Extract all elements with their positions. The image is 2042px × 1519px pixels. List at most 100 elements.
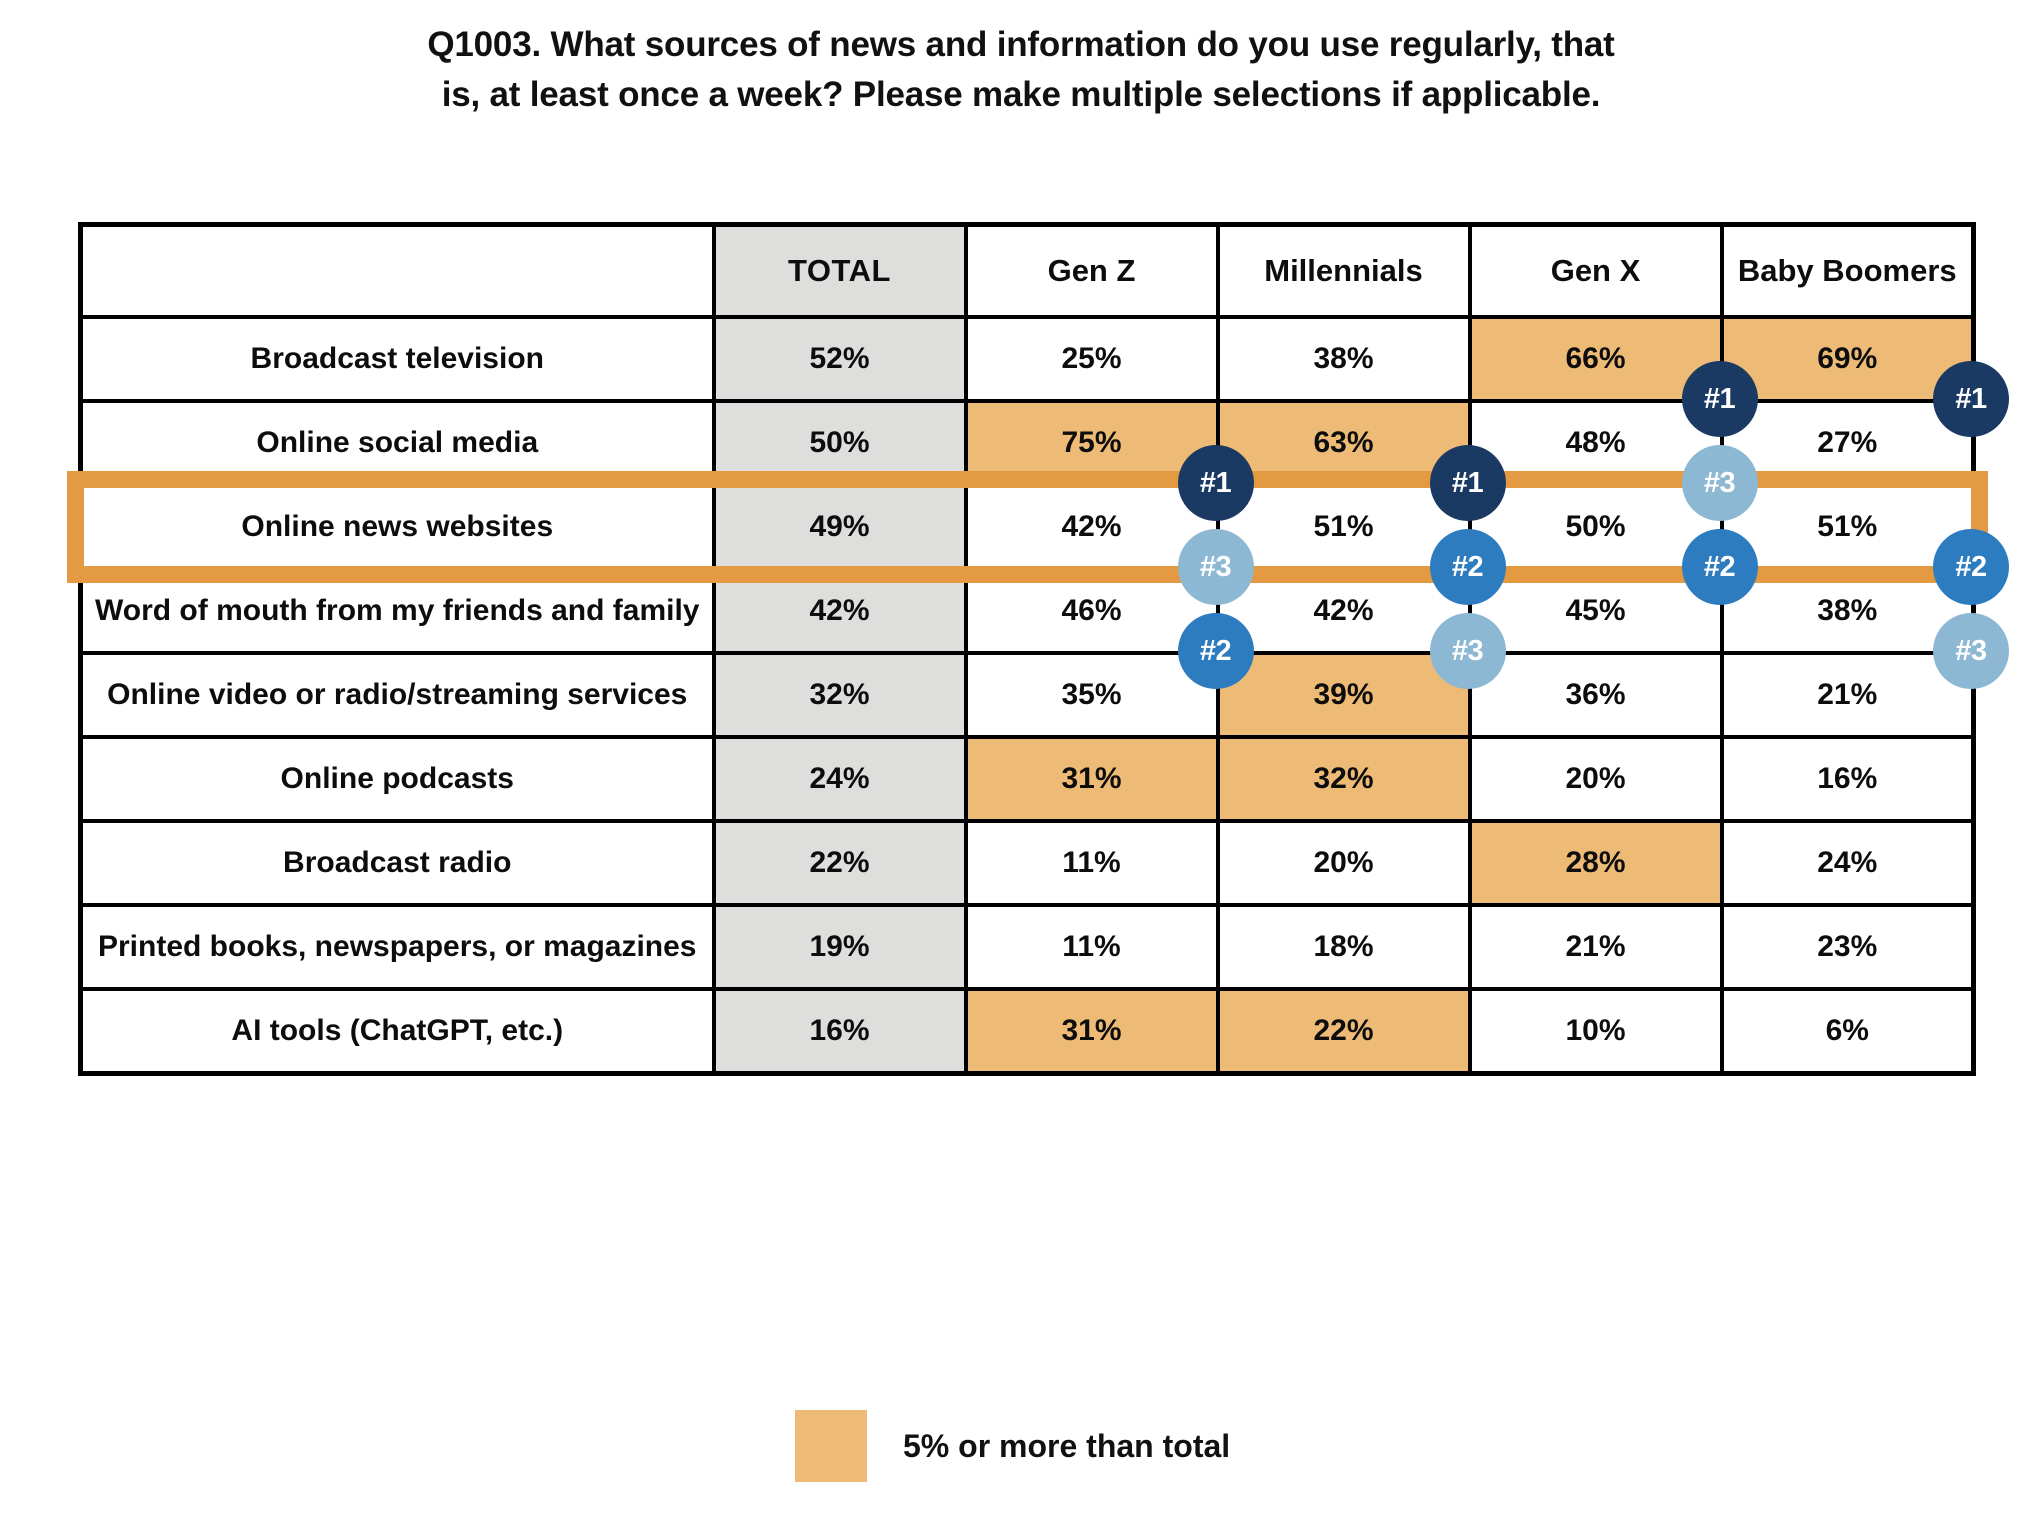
row-label: Broadcast television — [78, 315, 716, 403]
row-label: Online video or radio/streaming services — [78, 651, 716, 739]
cell-value: 35% — [963, 651, 1220, 739]
cell-value: 20% — [1215, 819, 1472, 907]
cell-text: 16% — [1817, 762, 1878, 795]
cell-total: 32% — [711, 651, 968, 739]
cell-total: 19% — [711, 903, 968, 991]
cell-value: 22% — [1215, 987, 1472, 1075]
table-row: Word of mouth from my friends and family… — [78, 567, 2009, 689]
cell-text: 36% — [1565, 678, 1626, 711]
cell-text: 51% — [1313, 510, 1374, 543]
rank-badge: #1 — [1177, 445, 1254, 521]
cell-total: 49% — [711, 483, 968, 571]
rank-badge: #1 — [1681, 361, 1758, 437]
cell-text: 66% — [1565, 342, 1626, 375]
cell-value: 21% — [1467, 903, 1724, 991]
cell-text: 21% — [1817, 678, 1878, 711]
cell-value: 38% — [1215, 315, 1472, 403]
cell-total: 24% — [711, 735, 968, 823]
cell-value: 32% — [1215, 735, 1472, 823]
cell-text: 46% — [1061, 594, 1122, 627]
page-title-line-2: is, at least once a week? Please make mu… — [441, 74, 1601, 114]
cell-value: 51%#2 — [1719, 483, 2009, 605]
cell-text: 51% — [1817, 510, 1878, 543]
cell-value: 46%#2 — [963, 567, 1254, 689]
cell-text: 25% — [1061, 342, 1122, 375]
cell-value: 31% — [963, 735, 1220, 823]
cell-text: 19% — [809, 930, 870, 963]
column-header-gen-z: Gen Z — [963, 222, 1220, 319]
column-header-gen-x: Gen X — [1467, 222, 1724, 319]
rank-badge: #3 — [1429, 613, 1506, 689]
cell-text: 52% — [809, 342, 870, 375]
cell-text: 32% — [809, 678, 870, 711]
cell-text: 24% — [1817, 846, 1878, 879]
cell-text: 24% — [809, 762, 870, 795]
cell-value: 23% — [1719, 903, 1976, 991]
data-table-container: TOTAL Gen Z Millennials Gen X Baby Boome… — [78, 222, 2009, 1076]
cell-text: 48% — [1565, 426, 1626, 459]
cell-value: 42% #3 — [963, 483, 1254, 605]
cell-text: 69% — [1817, 342, 1878, 375]
cell-value: 45% — [1467, 567, 1724, 655]
cell-text: 28% — [1565, 846, 1626, 879]
table-row: Printed books, newspapers, or magazines 1… — [78, 903, 1976, 991]
rank-badge: #3 — [1681, 445, 1758, 521]
cell-text: 31% — [1061, 1013, 1122, 1047]
cell-value: 31% — [963, 987, 1220, 1075]
cell-value: 39% — [1215, 651, 1472, 739]
row-label: Online news websites — [78, 483, 716, 571]
legend-label: 5% or more than total — [903, 1427, 1231, 1464]
cell-text: 50% — [1565, 510, 1626, 543]
table-row: Online video or radio/streaming services… — [78, 651, 1976, 739]
cell-text: 45% — [1565, 594, 1626, 627]
cell-text: 75% — [1061, 426, 1122, 459]
cell-value: 11% — [963, 819, 1220, 907]
cell-text: 23% — [1817, 930, 1878, 963]
cell-text: 6% — [1825, 1013, 1869, 1047]
row-label: Online podcasts — [78, 735, 716, 823]
table-header-row: TOTAL Gen Z Millennials Gen X Baby Boome… — [78, 222, 1976, 319]
cell-text: 35% — [1061, 678, 1122, 711]
cell-text: 63% — [1313, 426, 1374, 459]
cell-total: 42% — [711, 567, 968, 655]
row-label: Printed books, newspapers, or magazines — [78, 903, 716, 991]
cell-value: 50% #2 — [1467, 483, 1758, 605]
cell-total: 16% — [711, 987, 968, 1075]
cell-text: 38% — [1817, 594, 1878, 627]
cell-text: 22% — [1313, 1013, 1374, 1047]
cell-text: 39% — [1313, 678, 1374, 711]
cell-text: 50% — [809, 426, 870, 459]
cell-value: 21% — [1719, 651, 1976, 739]
cell-text: 42% — [1313, 594, 1374, 627]
cell-text: 18% — [1313, 930, 1374, 963]
cell-text: 38% — [1313, 342, 1374, 375]
cell-text: 16% — [809, 1013, 870, 1047]
row-label: Word of mouth from my friends and family — [78, 567, 716, 655]
column-header-total: TOTAL — [711, 222, 968, 319]
cell-value: 6% — [1719, 987, 1976, 1075]
cell-value: 36% — [1467, 651, 1724, 739]
column-header-millennials: Millennials — [1215, 222, 1472, 319]
cell-text: 31% — [1061, 762, 1122, 795]
cell-value: 42% #3 — [1215, 567, 1506, 689]
cell-text: 20% — [1313, 846, 1374, 879]
row-label: Broadcast radio — [78, 819, 716, 907]
column-header-baby-boomers: Baby Boomers — [1719, 222, 1976, 319]
table-row: AI tools (ChatGPT, etc.)16%31%22%10%6% — [78, 987, 1976, 1075]
cell-text: 27% — [1817, 426, 1878, 459]
rank-badge: #2 — [1681, 529, 1758, 605]
rank-badge: #2 — [1429, 529, 1506, 605]
cell-text: 32% — [1313, 762, 1374, 795]
cell-text: 11% — [1062, 930, 1121, 963]
cell-value: 28% — [1467, 819, 1724, 907]
cell-value: 69%#1 — [1719, 315, 2009, 437]
cell-total: 50% — [711, 399, 968, 487]
cell-text: 42% — [1061, 510, 1122, 543]
rank-badge: #3 — [1933, 613, 2009, 689]
row-label: Online social media — [78, 399, 716, 487]
cell-value: 48% #3 — [1467, 399, 1758, 521]
rank-badge: #3 — [1177, 529, 1254, 605]
cell-value: 66% #1 — [1467, 315, 1758, 437]
